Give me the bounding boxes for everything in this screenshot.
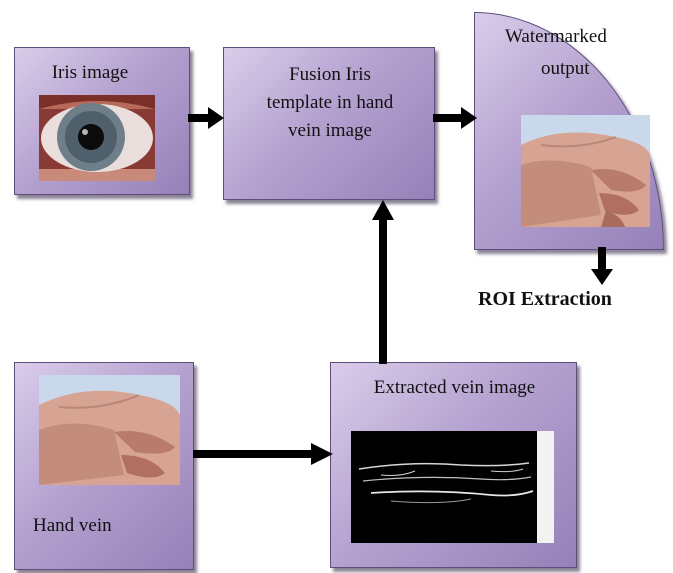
extracted-vein-box: Extracted vein image	[330, 362, 577, 568]
iris-image-label: Iris image	[15, 60, 165, 86]
hand-vein-photo	[39, 375, 180, 485]
iris-image-box: Iris image	[14, 47, 190, 195]
arrow-output-to-roi	[591, 247, 613, 285]
arrow-handvein-to-extracted	[193, 443, 333, 465]
fusion-label-3: vein image	[224, 118, 436, 144]
fusion-label-1: Fusion Iris	[224, 62, 436, 88]
arrow-iris-to-fusion	[188, 107, 224, 129]
watermarked-label-2: output	[541, 56, 621, 82]
hand-vein-box: Hand vein	[14, 362, 194, 570]
extracted-vein-label: Extracted vein image	[331, 375, 578, 401]
roi-extraction-label: ROI Extraction	[478, 288, 612, 311]
arrow-extracted-to-fusion	[372, 200, 394, 364]
hand-vein-label: Hand vein	[33, 513, 143, 539]
extracted-vein-photo	[351, 431, 554, 543]
fusion-box: Fusion Iris template in hand vein image	[223, 47, 435, 200]
fusion-label-2: template in hand	[224, 90, 436, 116]
iris-photo	[39, 95, 155, 181]
watermarked-label-1: Watermarked	[505, 24, 645, 50]
arrow-fusion-to-output	[433, 107, 477, 129]
watermarked-hand-photo	[521, 115, 650, 227]
